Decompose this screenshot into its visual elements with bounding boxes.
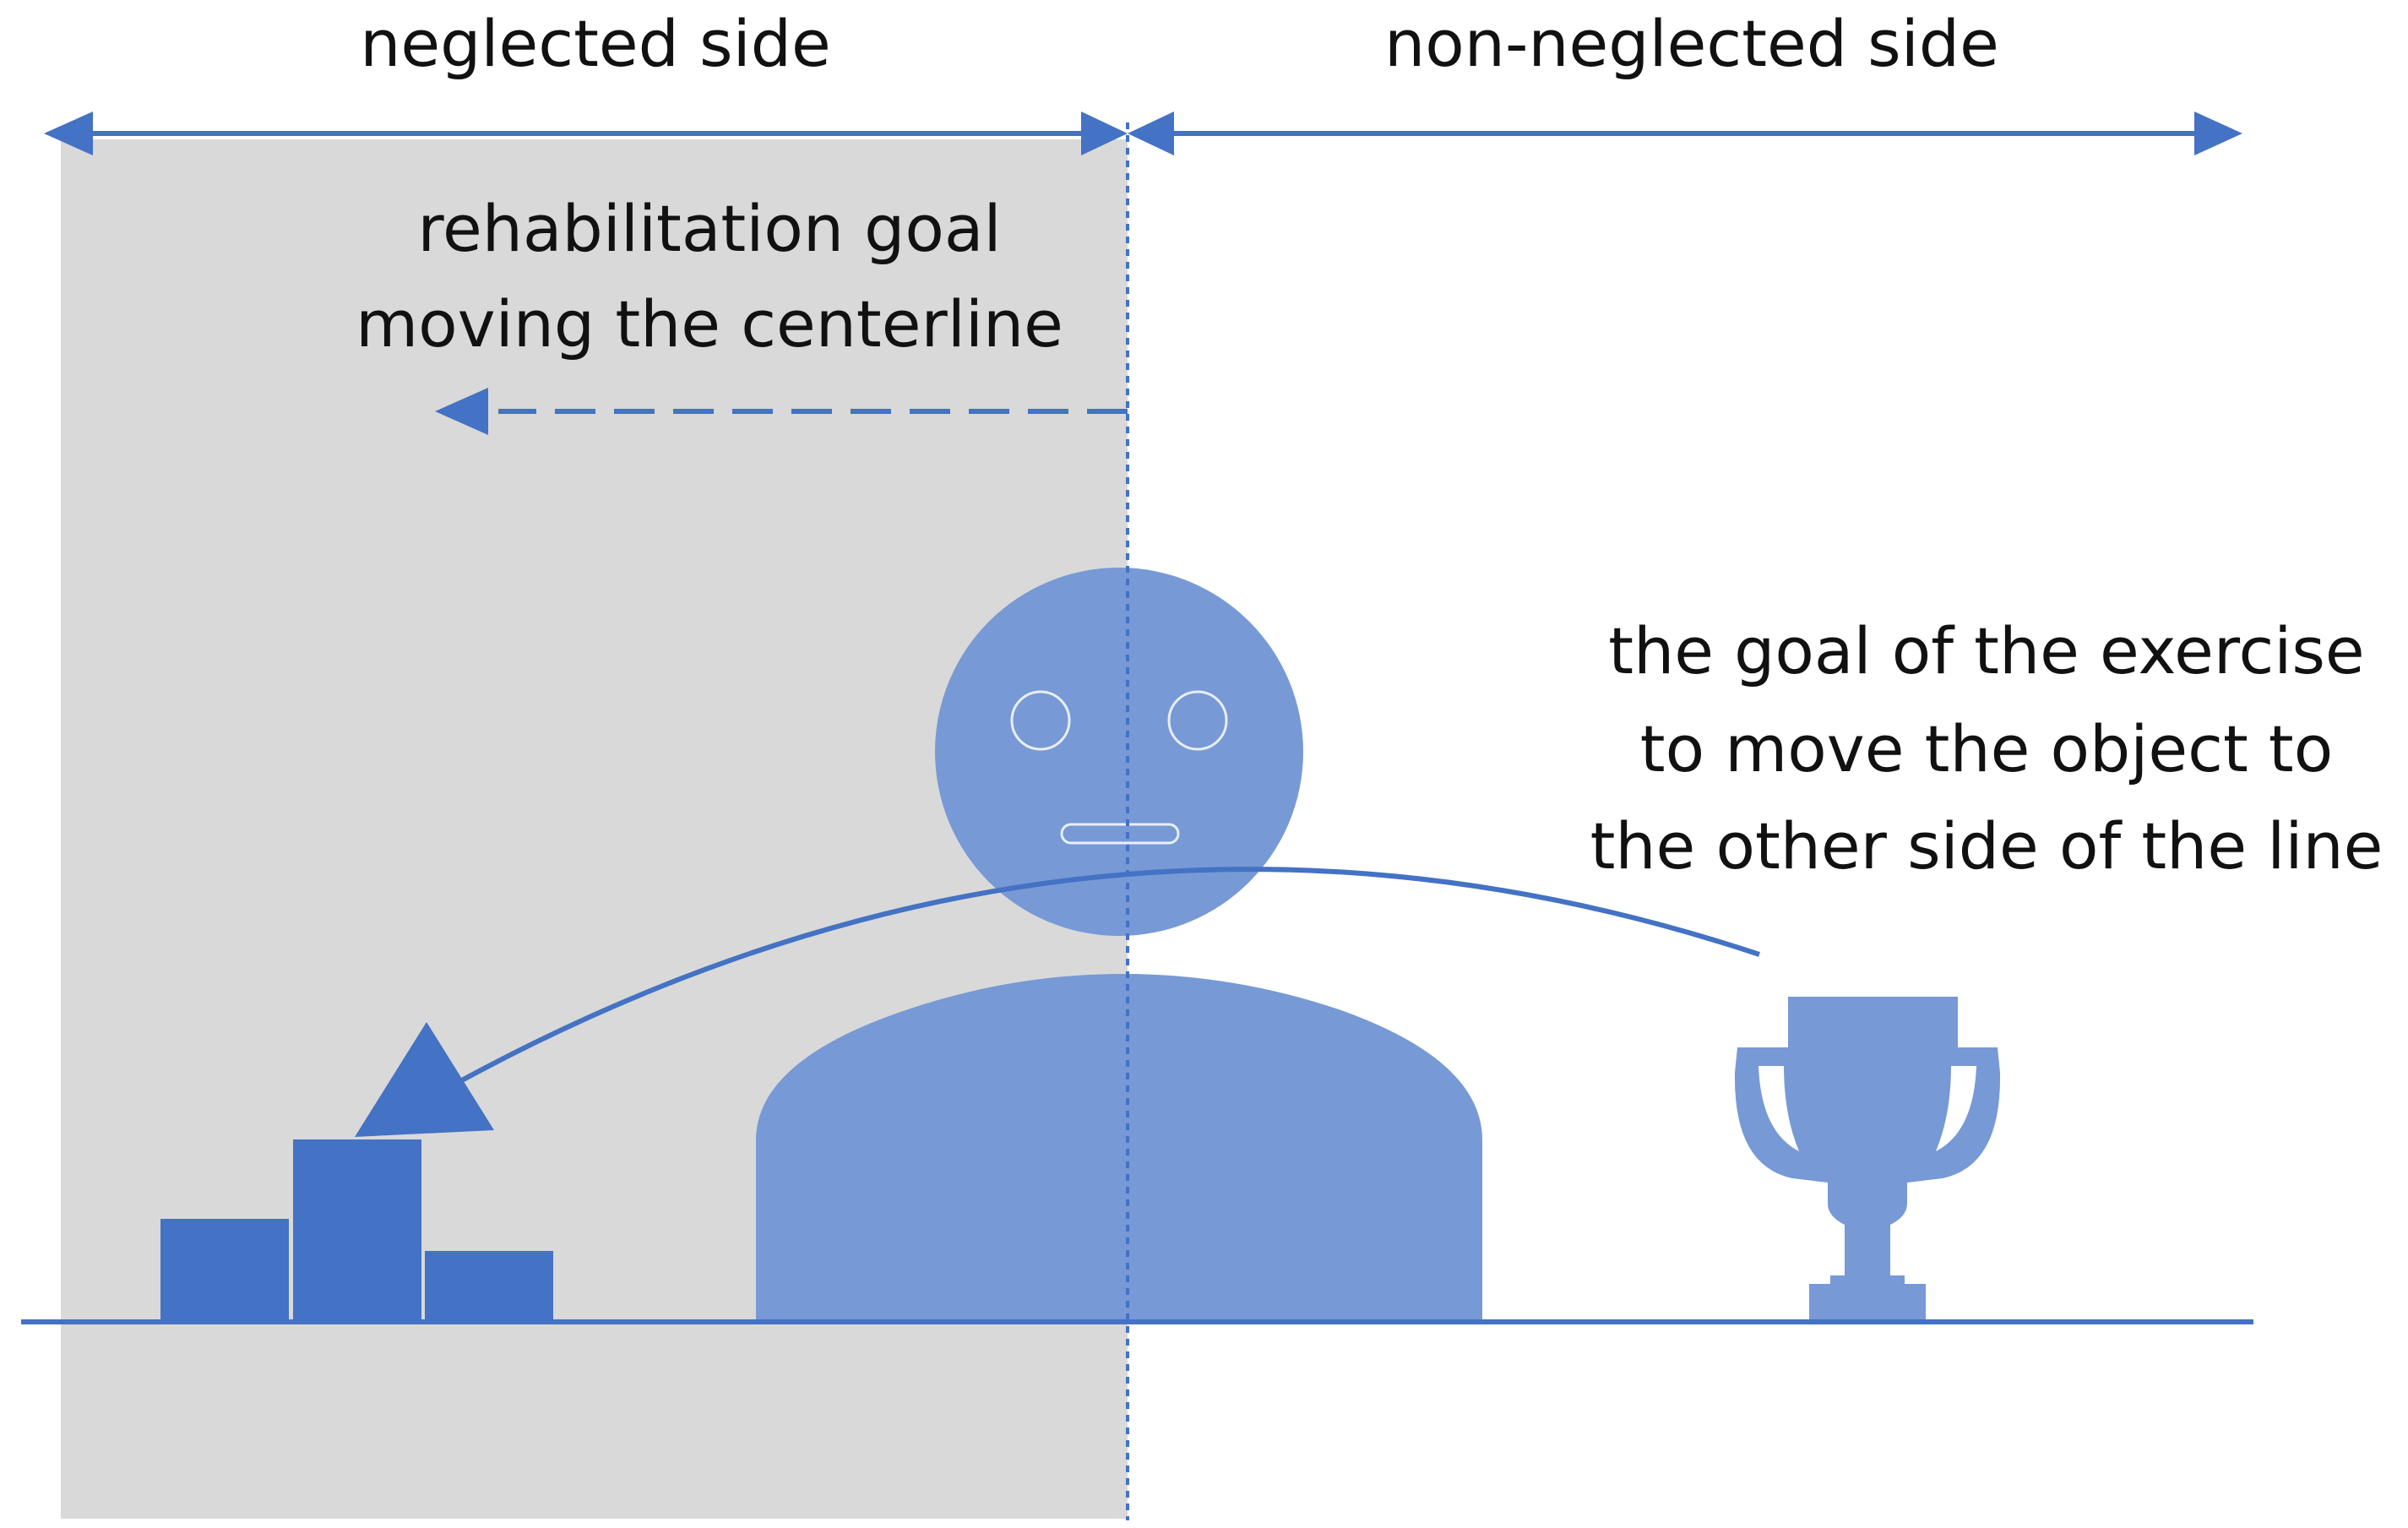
person-icon	[756, 568, 1482, 1322]
block-left	[160, 1219, 289, 1322]
trophy-right-handle-hole	[1936, 1066, 1976, 1151]
left-eye-icon	[1010, 690, 1071, 751]
non-neglected-side-arrow	[1128, 111, 2242, 155]
neglected-side-label: neglected side	[360, 6, 831, 81]
mouth-icon	[1060, 823, 1180, 845]
block-middle	[293, 1139, 421, 1322]
block-triangle	[355, 1022, 494, 1137]
centerline-shift-arrow	[435, 388, 1128, 435]
rehab-goal-line-2: moving the centerline	[356, 286, 1063, 362]
neglected-side-arrow	[44, 111, 1128, 155]
blocks-icon	[160, 1022, 553, 1322]
trophy-cup	[1734, 997, 2001, 1322]
person-body	[756, 974, 1482, 1322]
exercise-goal-line-1: the goal of the exercise	[1608, 613, 2364, 688]
right-eye-icon	[1167, 690, 1228, 751]
person-head	[935, 568, 1303, 936]
non-neglected-side-label: non-neglected side	[1384, 6, 1999, 81]
rehab-goal-line-1: rehabilitation goal	[417, 191, 1001, 266]
block-right	[425, 1251, 553, 1322]
trophy-left-handle-hole	[1758, 1066, 1799, 1151]
exercise-goal-line-2: to move the object to	[1640, 711, 2333, 786]
exercise-arc-arrow	[459, 867, 1760, 1084]
exercise-goal-line-3: the other side of the line	[1590, 808, 2384, 884]
trophy-icon	[1734, 997, 2001, 1322]
